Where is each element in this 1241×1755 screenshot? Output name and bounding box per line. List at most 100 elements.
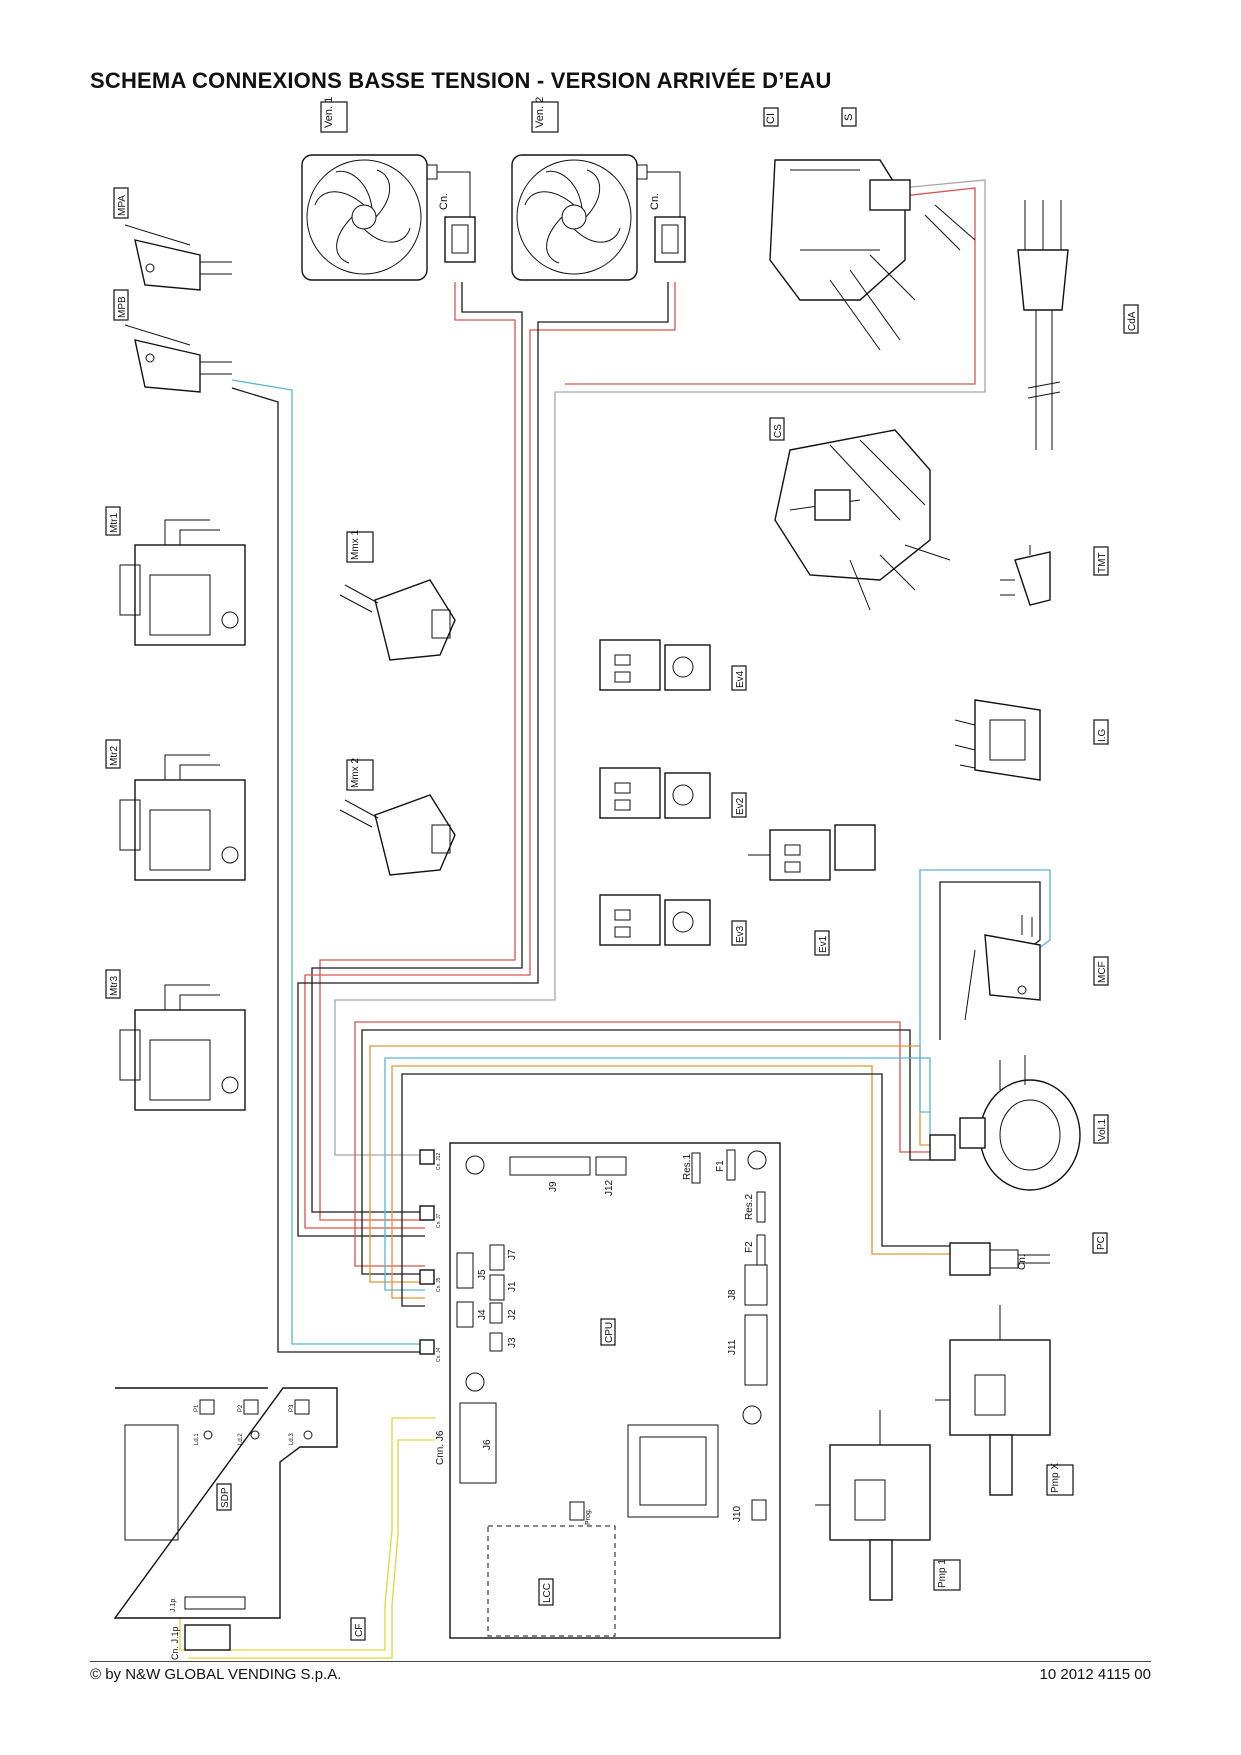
- label-j2: J2: [507, 1309, 518, 1320]
- label-p1: P1: [194, 1404, 200, 1412]
- mixer-motor-mmx1: [339, 579, 456, 661]
- label-cn-j4: Cn. J4: [436, 1347, 442, 1362]
- motor-mtr2: [119, 754, 246, 881]
- label-mtr2: Mtr2: [109, 746, 120, 766]
- wire-fan2-red: [304, 282, 676, 1229]
- label-mmx1: Mmx 1: [350, 530, 361, 560]
- label-mtr3: Mtr3: [109, 976, 120, 996]
- label-prog: Prog.: [585, 1508, 592, 1525]
- pump-pmpx: [935, 1305, 1051, 1496]
- label-pmp1: Pmp 1: [937, 1559, 948, 1588]
- wire-mpb-blue: [231, 379, 425, 1345]
- valve-ev2: [599, 767, 711, 819]
- label-j7: J7: [507, 1249, 518, 1260]
- wire-pc-orange: [391, 1065, 950, 1299]
- footer-document-code: 10 2012 4115 00: [1039, 1666, 1152, 1683]
- wire-ev-red: [354, 1021, 930, 1267]
- fan-ven2: [511, 154, 686, 281]
- label-j6: J6: [482, 1439, 493, 1450]
- label-j10: J10: [732, 1505, 743, 1522]
- label-ven1: Ven. 1: [323, 97, 335, 128]
- label-mpa: MPA: [117, 195, 128, 216]
- wire-cf-yellow: [179, 1417, 435, 1651]
- label-j12: J12: [604, 1179, 615, 1196]
- label-sdp: SDP: [220, 1487, 231, 1508]
- label-res1: Res.1: [682, 1153, 693, 1180]
- label-j11: J11: [727, 1339, 738, 1355]
- component-labels: Ven. 1 Ven. 2 Cn. Cn. CI S MPA MPB: [105, 97, 1139, 1660]
- wire-mcf-blue: [919, 869, 1051, 1113]
- label-mcf: MCF: [1097, 961, 1108, 983]
- fan-ven1: [301, 154, 476, 281]
- wire-ev-black: [361, 1029, 930, 1275]
- wire-fan2-black: [297, 282, 669, 1237]
- wire-fan1-red: [319, 282, 516, 1221]
- wire-pc-black: [401, 1073, 950, 1307]
- label-cda: CdA: [1127, 311, 1138, 331]
- valve-ev3: [599, 894, 711, 946]
- label-cn-fan2: Cn.: [649, 193, 661, 210]
- motor-mtr1: [119, 519, 246, 646]
- label-cn-fan1: Cn.: [438, 193, 450, 210]
- wire-s-gray: [334, 179, 986, 1156]
- label-mpb: MPB: [117, 296, 128, 318]
- label-tmt: TMT: [1097, 552, 1108, 573]
- label-ig: I.G: [1097, 728, 1108, 742]
- wire-mpb-black: [231, 387, 425, 1353]
- microswitch-mpb: [124, 324, 232, 393]
- label-ci: CI: [765, 113, 777, 124]
- motor-mtr3: [119, 984, 246, 1111]
- valve-ev1: [748, 824, 876, 881]
- connector-pc: [949, 1242, 1050, 1276]
- label-cn-j1p: Cn. J.1p: [170, 1626, 180, 1660]
- footer-copyright: © by N&W GLOBAL VENDING S.p.A.: [90, 1666, 342, 1683]
- thermostat-tmt: [1000, 545, 1051, 606]
- label-cn-j5: Cn. J5: [436, 1277, 442, 1292]
- mixer-motor-mmx2: [339, 794, 456, 876]
- label-lcc: LCC: [542, 1583, 553, 1603]
- page-title: SCHEMA CONNEXIONS BASSE TENSION - VERSIO…: [90, 68, 832, 93]
- label-j9: J9: [548, 1181, 559, 1192]
- label-ev4: Ev4: [735, 670, 746, 688]
- pump-pmp1: [815, 1410, 931, 1601]
- cpu-board: [419, 1142, 781, 1639]
- label-ev3: Ev3: [735, 925, 746, 943]
- label-j1p: J.1p: [170, 1599, 177, 1612]
- label-p3: P3: [289, 1404, 295, 1412]
- label-cf: CF: [354, 1624, 365, 1637]
- label-j5: J5: [477, 1269, 488, 1280]
- label-cpu: CPU: [604, 1322, 615, 1343]
- label-j1: J1: [507, 1281, 518, 1292]
- label-cnn-j6: Cnn. J6: [435, 1430, 446, 1465]
- label-mmx2: Mmx 2: [350, 758, 361, 788]
- label-cn-j12: Cn. J12: [436, 1153, 442, 1170]
- label-p2: P2: [238, 1404, 244, 1412]
- wire-s-red: [565, 187, 976, 385]
- label-vol1: Vol.1: [1097, 1118, 1108, 1141]
- label-pmpx: Pmp X: [1050, 1463, 1061, 1493]
- wire-fan1-black: [311, 282, 523, 1213]
- valve-ev4: [599, 639, 711, 691]
- instant-heater-ci: [769, 159, 976, 351]
- label-ev2: Ev2: [735, 797, 746, 815]
- label-s: S: [843, 114, 855, 121]
- label-cs: CS: [773, 424, 784, 438]
- microswitch-mpa: [124, 224, 232, 291]
- label-cn-pc: Cn.: [1017, 1254, 1028, 1270]
- display-board-sdp: [113, 1387, 338, 1651]
- wire-vol-orange: [369, 1045, 930, 1283]
- label-mtr1: Mtr1: [109, 513, 120, 533]
- footer-divider: [90, 1661, 1151, 1662]
- label-ld3: Ld.3: [289, 1433, 295, 1445]
- label-ven2: Ven. 2: [534, 97, 546, 128]
- flowmeter-vol1: [929, 1055, 1081, 1191]
- microswitch-mcf: [964, 915, 1041, 1021]
- label-cn-j7: Cn. J7: [436, 1213, 442, 1228]
- main-switch-ig: [954, 699, 1041, 781]
- wire-harness: [179, 179, 1051, 1659]
- label-j4: J4: [477, 1309, 488, 1320]
- power-cord-cda: [1017, 200, 1069, 450]
- wire-cf-yellow-2: [188, 1439, 435, 1659]
- label-f2: F2: [744, 1241, 755, 1253]
- wire-vol-blue: [384, 1057, 931, 1291]
